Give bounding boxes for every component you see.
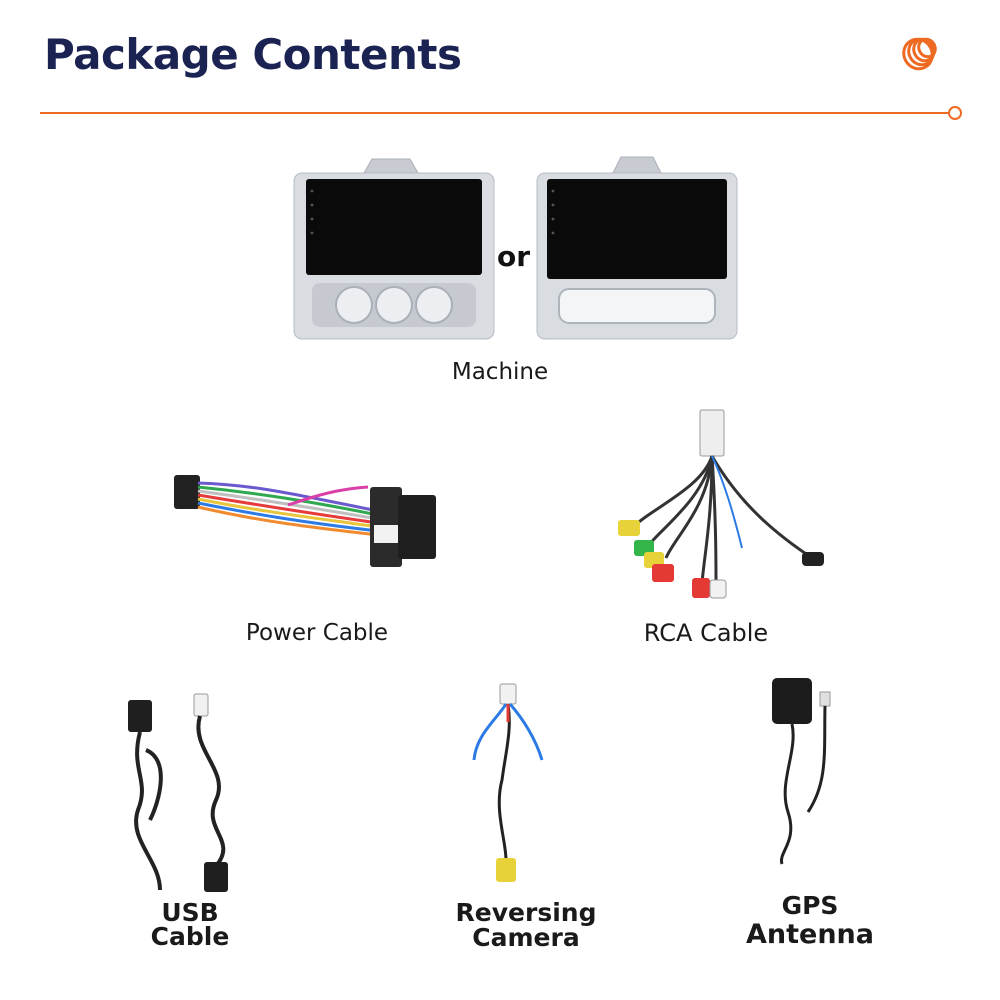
or-separator: or [497, 240, 531, 273]
machine-label: Machine [451, 359, 549, 385]
machine-image-manual-ac [293, 158, 495, 340]
rca-cable-image [618, 409, 824, 599]
header-divider [40, 112, 950, 114]
power-cable-label: Power Cable [245, 620, 389, 646]
power-cable-image [174, 475, 436, 567]
gps-antenna-image [772, 678, 831, 865]
machine-image-auto-ac [536, 156, 738, 340]
gps-antenna-label-line2: Antenna [746, 919, 874, 950]
reversing-camera-cable-image [472, 683, 544, 882]
page-title: Package Contents [44, 30, 462, 79]
orange-coil-logo-icon [902, 37, 937, 71]
gps-antenna-label-line1: GPS [781, 891, 839, 920]
reversing-camera-label-line2: Camera [472, 923, 580, 952]
usb-cable-image [128, 693, 228, 892]
divider-end-circle [948, 106, 962, 120]
reversing-camera-label-line1: Reversing [455, 898, 597, 927]
usb-cable-label-line1: USB [161, 898, 219, 927]
usb-cable-label-line2: Cable [150, 922, 230, 951]
rca-cable-label: RCA Cable [643, 619, 769, 647]
